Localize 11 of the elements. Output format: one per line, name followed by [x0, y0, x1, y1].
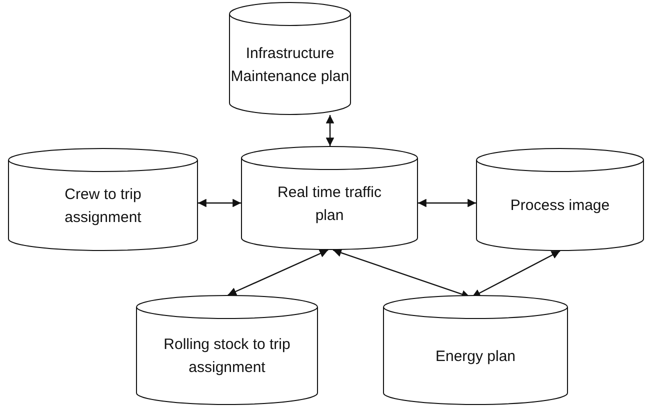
- double-arrow: [472, 250, 560, 298]
- node-label: Energy plan: [435, 346, 516, 366]
- double-arrow: [198, 198, 241, 208]
- node-label: Real time traffic plan: [276, 183, 382, 226]
- node-label: Process image: [510, 196, 610, 216]
- node-label: Crew to trip assignment: [64, 184, 142, 228]
- double-arrow: [228, 249, 328, 296]
- node-label: Infrastructure Maintenance plan: [230, 44, 350, 86]
- double-arrow: [326, 115, 334, 146]
- node-label: Rolling stock to trip assignment: [162, 335, 292, 378]
- double-arrow: [418, 198, 476, 208]
